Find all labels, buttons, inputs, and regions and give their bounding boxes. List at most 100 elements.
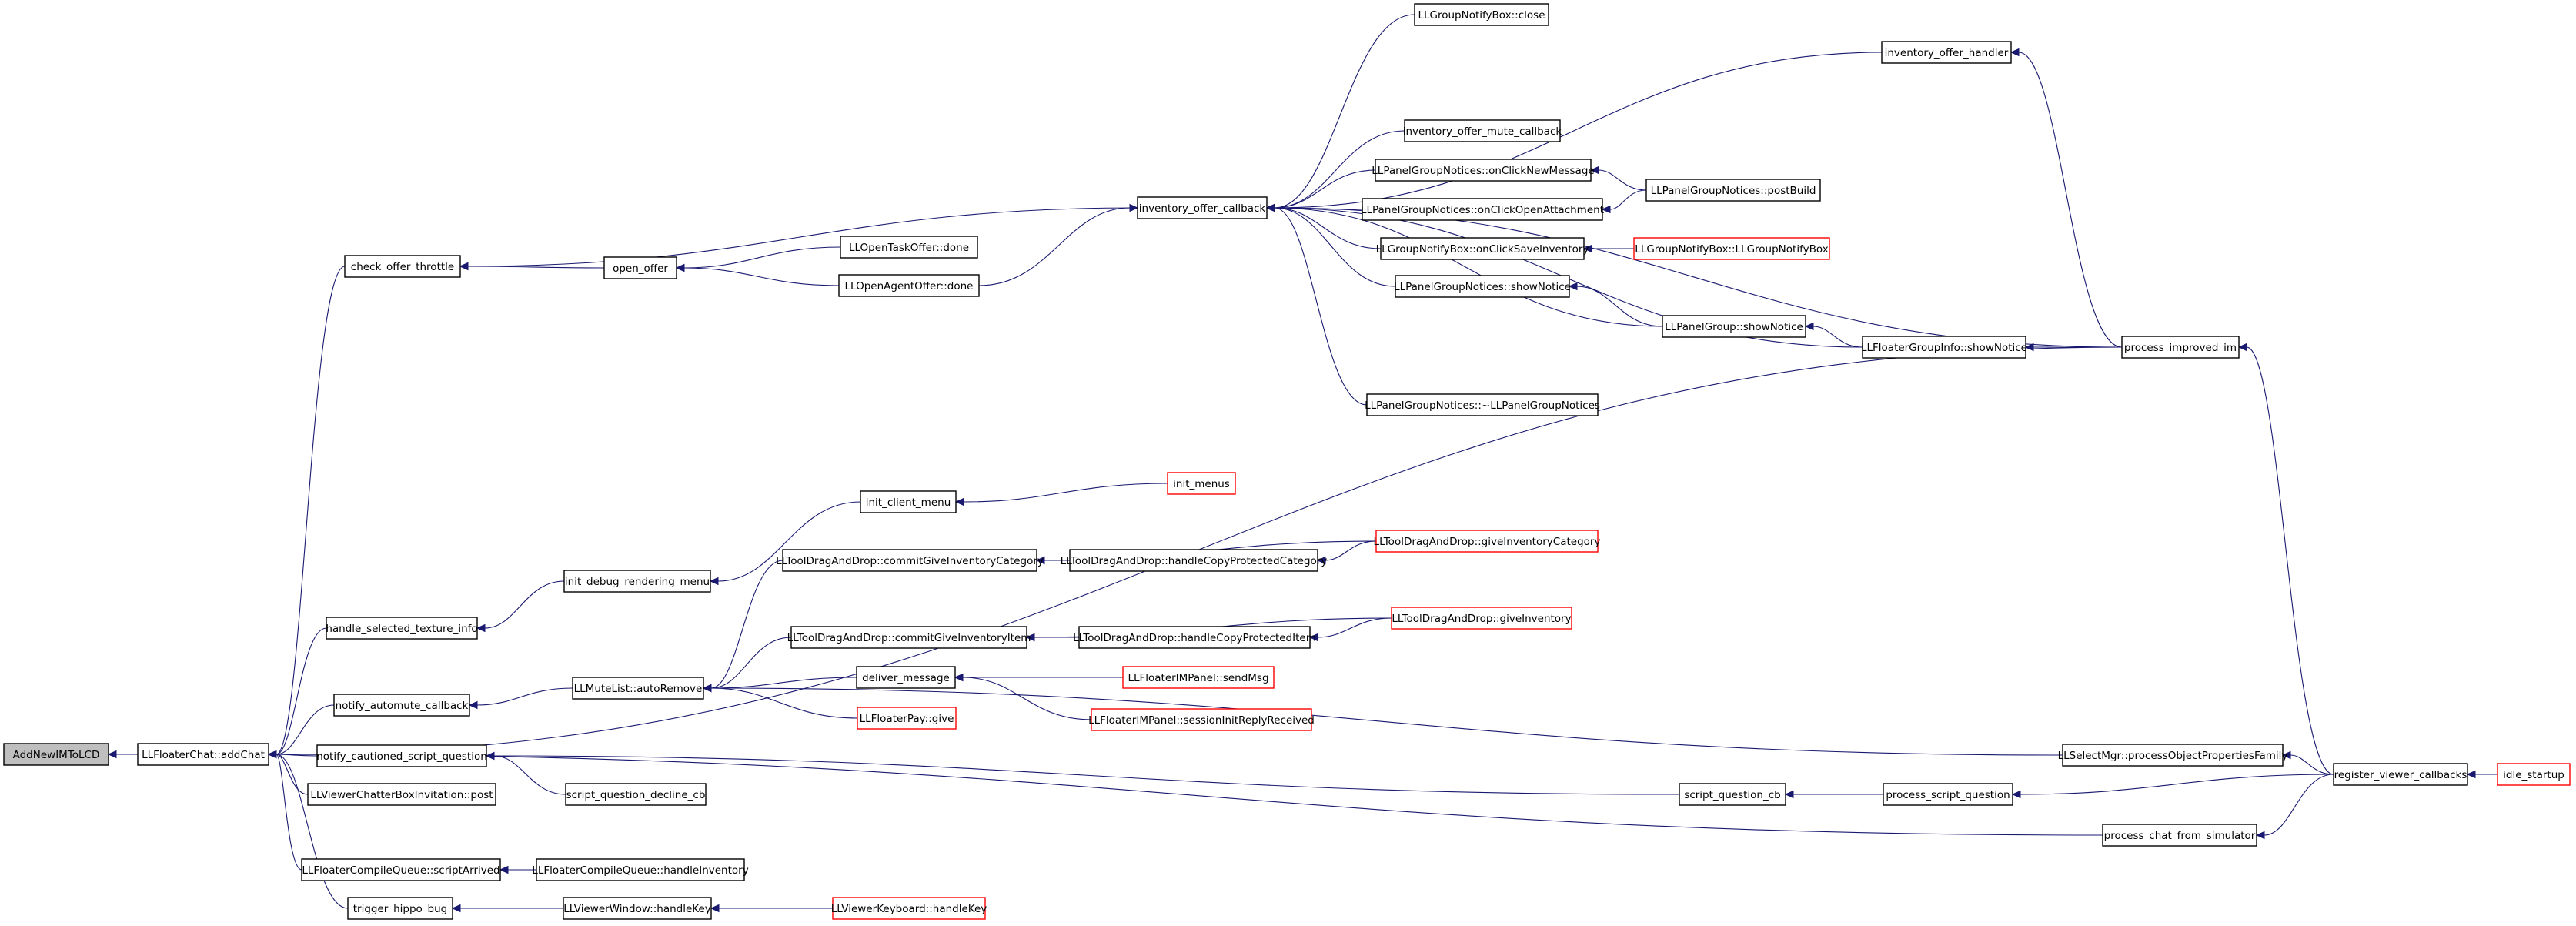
- node-box: [1362, 198, 1603, 221]
- node-gnb-close[interactable]: LLGroupNotifyBox::close: [1414, 3, 1549, 26]
- node-tdd-commit-cat[interactable]: LLToolDragAndDrop::commitGiveInventoryCa…: [776, 549, 1044, 572]
- node-label: LLViewerChatterBoxInvitation::post: [310, 789, 493, 801]
- node-pgn-openatt[interactable]: LLPanelGroupNotices::onClickOpenAttachme…: [1361, 198, 1604, 221]
- edge-line: [962, 677, 1092, 720]
- arrowhead-icon: [954, 497, 964, 506]
- edge-gnb-ctor-to-gnb-saveinv: [1582, 244, 1634, 253]
- node-label: LLToolDragAndDrop::giveInventoryCategory: [1374, 536, 1601, 548]
- node-box: [3, 743, 109, 766]
- edge-viewerwindow-key-to-trigger-hippo: [451, 904, 563, 913]
- node-tdd-commit-item[interactable]: LLToolDragAndDrop::commitGiveInventoryIt…: [787, 626, 1031, 649]
- node-box: [333, 694, 470, 717]
- node-box: [2062, 744, 2284, 767]
- edge-pgn-postbuild-to-pgn-newmsg: [1589, 165, 1647, 191]
- edge-process-im-to-fgi-shownotice: [2024, 343, 2122, 352]
- node-pgn-newmsg[interactable]: LLPanelGroupNotices::onClickNewMessage: [1372, 159, 1595, 182]
- node-box: [1404, 119, 1561, 142]
- node-label: notify_automute_callback: [336, 700, 469, 712]
- node-compile-handleinv[interactable]: LLFloaterCompileQueue::handleInventory: [532, 858, 749, 881]
- edge-line: [2264, 774, 2334, 836]
- node-label: LLPanelGroupNotices::onClickNewMessage: [1372, 165, 1594, 177]
- node-box: [1633, 237, 1830, 260]
- node-tdd-handle-cat[interactable]: LLToolDragAndDrop::handleCopyProtectedCa…: [1061, 549, 1328, 572]
- arrowhead-icon: [710, 904, 720, 913]
- node-script-decline[interactable]: script_question_decline_cb: [565, 783, 707, 806]
- node-box: [1091, 708, 1312, 731]
- node-box: [1122, 666, 1275, 689]
- node-box: [2497, 763, 2571, 786]
- node-label: LLGroupNotifyBox::onClickSaveInventory: [1376, 243, 1589, 256]
- node-pg-shownotice[interactable]: LLPanelGroup::showNotice: [1662, 315, 1806, 338]
- edge-line: [683, 267, 840, 286]
- node-inv-mute-cb[interactable]: inventory_offer_mute_callback: [1403, 119, 1562, 142]
- node-agent-done[interactable]: LLOpenAgentOffer::done: [838, 274, 980, 297]
- edge-idle-startup-to-register-cb: [2466, 770, 2497, 779]
- node-pgn-shownotice[interactable]: LLPanelGroupNotices::showNotice: [1394, 275, 1571, 298]
- arrowhead-icon: [1025, 633, 1035, 642]
- node-tdd-give-inv[interactable]: LLToolDragAndDrop::giveInventory: [1391, 607, 1572, 630]
- edge-agent-done-to-open-offer: [675, 263, 840, 286]
- node-gnb-ctor[interactable]: LLGroupNotifyBox::LLGroupNotifyBox: [1633, 237, 1830, 260]
- arrowhead-icon: [1129, 203, 1139, 212]
- node-addnewim: AddNewIMToLCD: [3, 743, 109, 766]
- node-open-offer[interactable]: open_offer: [603, 256, 677, 279]
- node-pgn-dtor[interactable]: LLPanelGroupNotices::~LLPanelGroupNotice…: [1365, 393, 1600, 416]
- node-addchat[interactable]: LLFloaterChat::addChat: [137, 743, 269, 766]
- edge-line: [1576, 286, 1663, 327]
- node-chatter-post[interactable]: LLViewerChatterBoxInvitation::post: [307, 783, 496, 806]
- arrowhead-icon: [2255, 831, 2265, 840]
- node-task-done[interactable]: LLOpenTaskOffer::done: [840, 236, 978, 259]
- node-process-im[interactable]: process_improved_im: [2121, 336, 2240, 359]
- node-script-q-cb[interactable]: script_question_cb: [1679, 783, 1786, 806]
- edge-line: [1274, 169, 1376, 209]
- node-fim-sendmsg[interactable]: LLFloaterIMPanel::sendMsg: [1122, 666, 1275, 689]
- arrowhead-icon: [1784, 790, 1794, 799]
- node-viewerwindow-key[interactable]: LLViewerWindow::handleKey: [563, 897, 712, 920]
- node-process-script-q[interactable]: process_script_question: [1883, 783, 2013, 806]
- edge-process-chat-to-addchat: [267, 750, 2103, 836]
- nodes-layer: AddNewIMToLCD LLFloaterChat::addChat check…: [3, 3, 2571, 920]
- node-floaterpay-give[interactable]: LLFloaterPay::give: [857, 707, 957, 730]
- node-box: [1662, 315, 1806, 338]
- edge-line: [710, 560, 783, 689]
- node-tdd-handle-item[interactable]: LLToolDragAndDrop::handleCopyProtectedIt…: [1073, 626, 1316, 649]
- arrowhead-icon: [499, 865, 509, 874]
- node-label: script_question_cb: [1684, 789, 1780, 801]
- node-register-cb[interactable]: register_viewer_callbacks: [2333, 763, 2468, 786]
- node-deliver-msg[interactable]: deliver_message: [856, 666, 956, 689]
- node-check-offer[interactable]: check_offer_throttle: [344, 255, 461, 278]
- node-pgn-postbuild[interactable]: LLPanelGroupNotices::postBuild: [1645, 179, 1821, 202]
- node-inv-offer-cb[interactable]: inventory_offer_callback: [1137, 196, 1268, 219]
- node-fgi-shownotice[interactable]: LLFloaterGroupInfo::showNotice: [1861, 336, 2027, 359]
- node-process-chat[interactable]: process_chat_from_simulator: [2102, 824, 2257, 847]
- edge-selectmgr-family-to-mutelist-autoremove: [702, 684, 2063, 756]
- node-box: [860, 490, 957, 513]
- node-notify-cautioned[interactable]: notify_cautioned_script_question: [316, 744, 487, 767]
- node-gnb-saveinv[interactable]: LLGroupNotifyBox::onClickSaveInventory: [1376, 237, 1589, 260]
- node-handle-tex[interactable]: handle_selected_texture_info: [326, 617, 478, 640]
- edge-task-done-to-open-offer: [675, 246, 841, 272]
- node-compile-arrived[interactable]: LLFloaterCompileQueue::scriptArrived: [301, 858, 501, 881]
- arrowhead-icon: [2011, 790, 2021, 799]
- node-selectmgr-family[interactable]: LLSelectMgr::processObjectPropertiesFami…: [2058, 744, 2288, 767]
- node-mutelist-autoremove[interactable]: LLMuteList::autoRemove: [572, 677, 704, 700]
- arrowhead-icon: [1589, 165, 1599, 175]
- node-label: inventory_offer_mute_callback: [1403, 125, 1562, 138]
- node-inv-offer-handler[interactable]: inventory_offer_handler: [1881, 41, 2012, 64]
- edge-viewerkeyboard-key-to-viewerwindow-key: [710, 904, 833, 913]
- node-tdd-give-cat[interactable]: LLToolDragAndDrop::giveInventoryCategory: [1374, 530, 1601, 553]
- edge-line: [276, 704, 335, 755]
- node-box: [2102, 824, 2257, 847]
- node-fim-session[interactable]: LLFloaterIMPanel::sessionInitReplyReceiv…: [1088, 708, 1315, 731]
- node-init-debug[interactable]: init_debug_rendering_menu: [563, 570, 711, 593]
- node-label: LLToolDragAndDrop::commitGiveInventoryIt…: [787, 632, 1031, 644]
- node-trigger-hippo[interactable]: trigger_hippo_bug: [347, 897, 453, 920]
- node-notify-automute[interactable]: notify_automute_callback: [333, 694, 470, 717]
- edge-mutelist-autoremove-to-notify-automute: [468, 687, 573, 710]
- edge-line: [493, 755, 1680, 795]
- node-init-menus[interactable]: init_menus: [1167, 472, 1236, 495]
- node-viewerkeyboard-key[interactable]: LLViewerKeyboard::handleKey: [831, 897, 987, 920]
- node-box: [563, 897, 712, 920]
- node-idle-startup[interactable]: idle_startup: [2497, 763, 2571, 786]
- node-init-client[interactable]: init_client_menu: [860, 490, 957, 513]
